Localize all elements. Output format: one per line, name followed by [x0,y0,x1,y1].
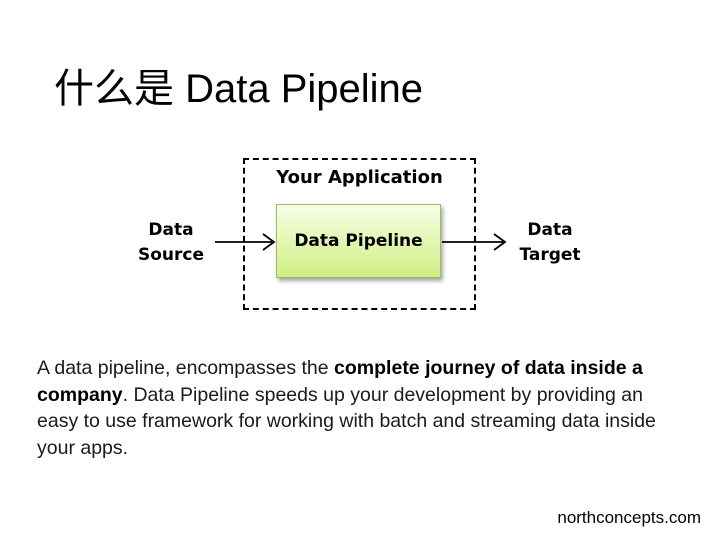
slide-title: 什么是 Data Pipeline [54,67,424,111]
description-bold: complete journey of data inside a compan… [37,357,643,406]
data-pipeline-label: Data Pipeline [294,231,423,251]
data-target-line1: Data [527,220,573,240]
description-part1: A data pipeline, encompasses the [37,357,335,379]
your-application-container [243,158,476,310]
data-source-line2: Source [137,245,205,265]
data-target-label: Data Target [505,218,595,268]
data-source-label: Data Source [126,218,216,268]
data-source-line1: Data [148,220,194,240]
description-part2: . Data Pipeline speeds up your developme… [37,383,656,459]
data-pipeline-box: Data Pipeline [276,204,441,278]
data-target-line2: Target [519,245,581,265]
description-paragraph: A data pipeline, encompasses the complet… [37,355,687,461]
footer-url: northconcepts.com [557,508,701,527]
your-application-label: Your Application [276,167,443,188]
